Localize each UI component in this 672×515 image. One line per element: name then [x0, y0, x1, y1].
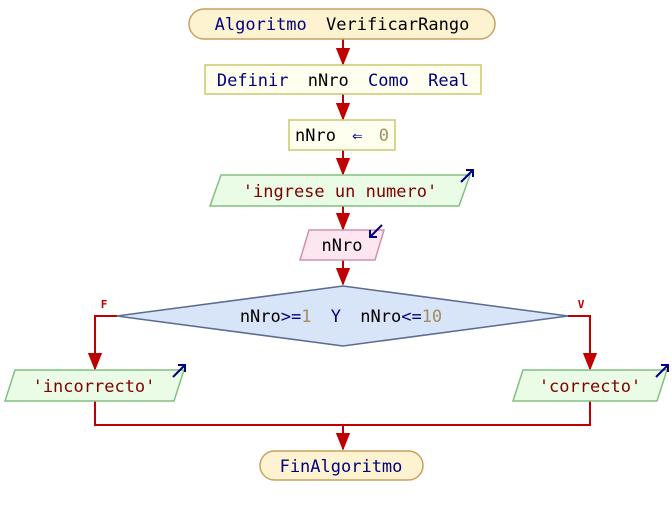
- decision-condition: nNro>=1 Y nNro<=10: [240, 307, 442, 327]
- end-node: FinAlgoritmo: [259, 450, 424, 481]
- output-prompt-text: 'ingrese un numero': [243, 182, 437, 202]
- output-incorrect-node: 'incorrecto': [3, 364, 186, 402]
- define-type: Real: [428, 71, 469, 91]
- condition-op-2: <=: [401, 307, 421, 327]
- condition-conjunction: Y: [331, 307, 341, 327]
- connectors: [87, 39, 598, 451]
- output-arrow-icon: [172, 364, 186, 378]
- input-node: nNro: [298, 224, 386, 261]
- svg-text:Definir nNro Como: Definir nNro Como Real: [217, 71, 469, 91]
- output-prompt-node: 'ingrese un numero': [208, 169, 474, 207]
- condition-num-2: 10: [422, 307, 442, 327]
- define-variable: nNro: [308, 71, 349, 91]
- output-correct-text: 'correcto': [539, 377, 641, 397]
- condition-op-1: >=: [281, 307, 301, 327]
- svg-text:nNro ⇐ 0: nNro ⇐ 0: [295, 126, 389, 146]
- start-keyword: Algoritmo: [215, 15, 307, 35]
- define-como-keyword: Como: [368, 71, 409, 91]
- input-variable: nNro: [322, 236, 363, 256]
- assign-variable: nNro: [295, 126, 336, 146]
- end-keyword: FinAlgoritmo: [280, 457, 403, 477]
- output-correct-node: 'correcto': [511, 364, 669, 402]
- connector-false-branch: [87, 315, 117, 371]
- start-node: Algoritmo VerificarRango: [188, 8, 496, 40]
- svg-text:Algoritmo VerificarRango: Algoritmo VerificarRango: [215, 15, 470, 35]
- input-arrow-icon: [369, 224, 383, 238]
- condition-var-2: nNro: [360, 307, 401, 327]
- false-branch-label: F: [101, 298, 108, 311]
- assign-value: 0: [379, 126, 389, 146]
- condition-num-1: 1: [301, 307, 311, 327]
- condition-var-1: nNro: [240, 307, 281, 327]
- decision-node: nNro>=1 Y nNro<=10 F V: [101, 285, 585, 347]
- algorithm-name: VerificarRango: [326, 15, 469, 35]
- connector-true-branch: [568, 315, 598, 371]
- assign-arrow: ⇐: [352, 126, 362, 146]
- output-incorrect-text: 'incorrecto': [33, 377, 156, 397]
- output-arrow-icon: [655, 364, 669, 378]
- define-keyword: Definir: [217, 71, 289, 91]
- true-branch-label: V: [578, 298, 585, 311]
- output-arrow-icon: [460, 169, 474, 183]
- assign-node: nNro ⇐ 0: [288, 119, 396, 151]
- define-node: Definir nNro Como Real: [204, 64, 482, 95]
